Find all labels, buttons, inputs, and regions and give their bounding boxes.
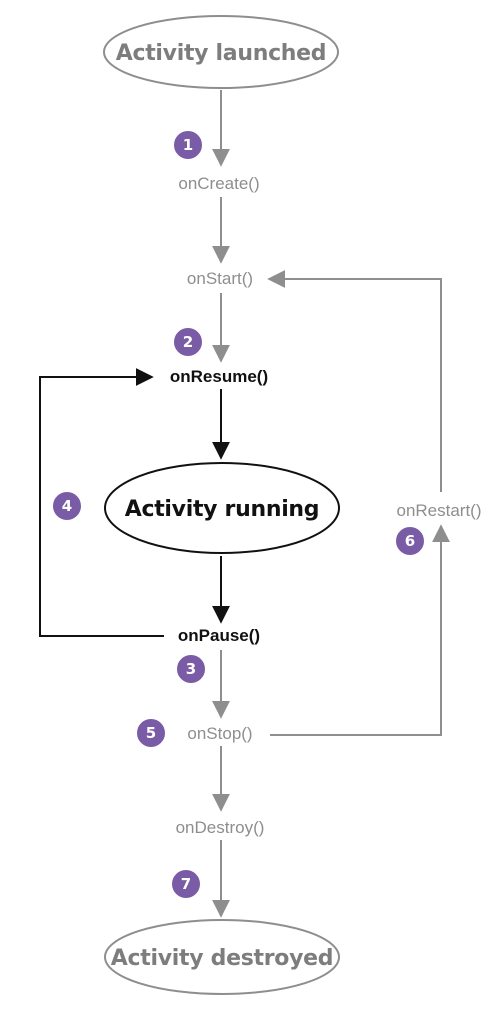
- svg-text:3: 3: [186, 660, 196, 678]
- state-running-label: Activity running: [125, 497, 320, 522]
- arrow-onpause-back-to-onresume: [39, 368, 164, 637]
- state-activity-launched: Activity launched: [103, 15, 339, 89]
- ondestroy-label: onDestroy(): [176, 818, 265, 837]
- svg-text:6: 6: [405, 532, 415, 550]
- svg-text:4: 4: [62, 497, 72, 515]
- step-badge-3: 3: [175, 653, 207, 685]
- step-badge-2: 2: [172, 326, 204, 358]
- onresume-label: onResume(): [170, 367, 268, 386]
- onpause-label: onPause(): [178, 626, 260, 645]
- oncreate-label: onCreate(): [178, 174, 259, 193]
- step-badge-1: 1: [172, 129, 204, 161]
- onstart-label: onStart(): [187, 269, 253, 288]
- state-activity-destroyed: Activity destroyed: [104, 919, 340, 995]
- state-launched-label: Activity launched: [116, 41, 327, 66]
- onstop-label: onStop(): [187, 724, 252, 743]
- svg-text:2: 2: [183, 333, 193, 351]
- svg-text:7: 7: [181, 875, 191, 893]
- onrestart-label: onRestart(): [396, 501, 481, 520]
- step-badge-6: 6: [394, 525, 426, 557]
- arrow-onrestart-to-onstart: [267, 270, 442, 492]
- state-activity-running: Activity running: [104, 462, 340, 554]
- step-badge-5: 5: [135, 717, 167, 749]
- state-destroyed-label: Activity destroyed: [111, 946, 333, 971]
- arrow-onstop-to-onrestart: [270, 524, 450, 736]
- step-badge-7: 7: [170, 868, 202, 900]
- step-badge-4: 4: [51, 490, 83, 522]
- svg-text:5: 5: [146, 724, 156, 742]
- svg-text:1: 1: [183, 136, 193, 154]
